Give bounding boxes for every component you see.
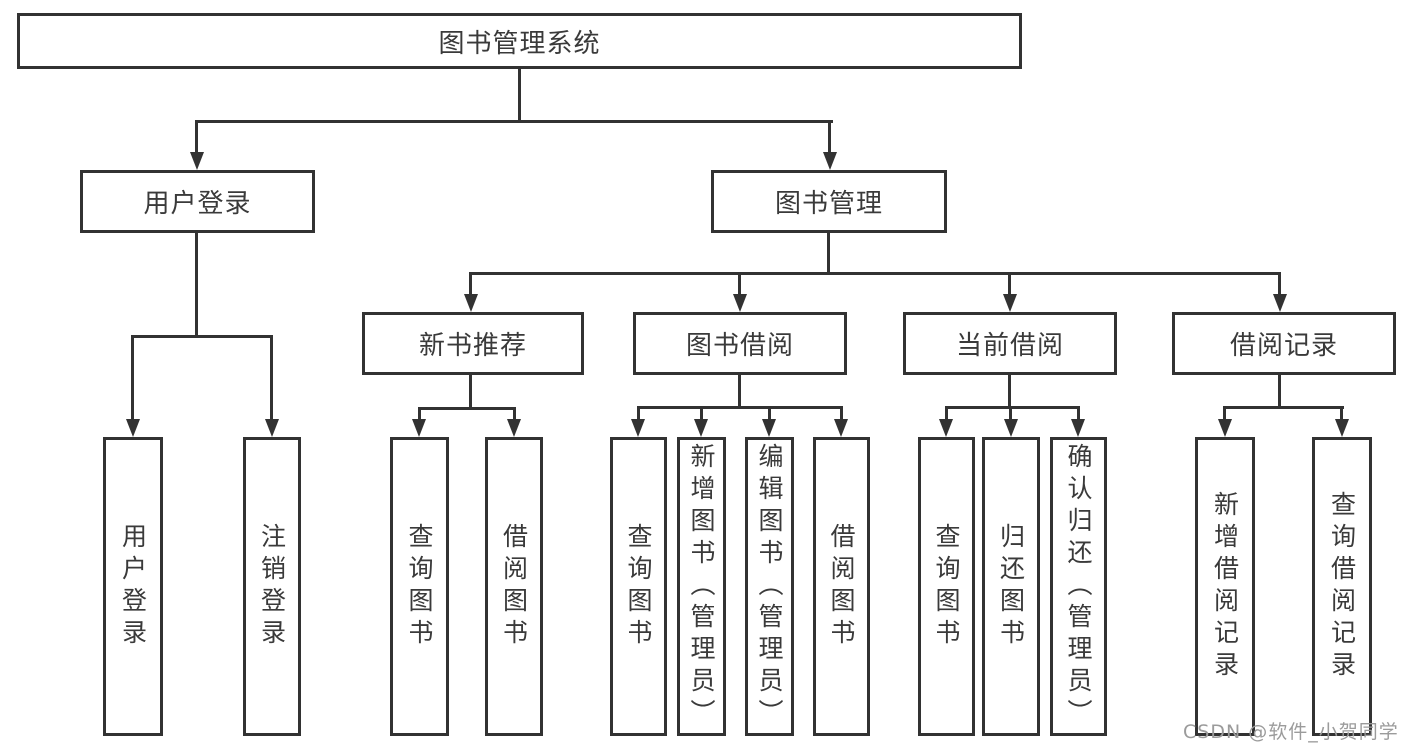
connector-rail-level2 — [195, 120, 833, 123]
leaf-return-book-node: 归还图书 — [982, 437, 1040, 736]
new-book-recommend-label: 新书推荐 — [418, 331, 527, 361]
leaf-confirm-return-admin-node: 确认归还（管理员） — [1050, 437, 1107, 736]
arrow-down — [762, 419, 776, 437]
connector-drop — [270, 335, 273, 419]
borrow-record-label: 借阅记录 — [1229, 331, 1338, 361]
leaf-add-book-admin-node: 新增图书（管理员） — [677, 437, 726, 736]
leaf-add-book-admin-label: 新增图书（管理员） — [687, 442, 716, 731]
arrow-down — [1071, 419, 1085, 437]
leaf-user-login-label: 用户登录 — [118, 522, 148, 651]
leaf-borrow-book-label: 借阅图书 — [827, 522, 856, 651]
connector-drop — [840, 406, 843, 419]
arrow-down — [190, 152, 204, 170]
connector-rail-new-book — [418, 407, 516, 410]
arrow-down — [1335, 419, 1349, 437]
connector-drop — [1223, 406, 1226, 419]
leaf-add-borrow-record-label: 新增借阅记录 — [1210, 490, 1240, 683]
arrow-down — [412, 419, 426, 437]
book-management-node: 图书管理 — [711, 170, 947, 233]
connector-stem-user-login — [195, 233, 198, 335]
connector-drop — [1340, 406, 1343, 419]
connector-stem-current-borrow — [1008, 375, 1011, 406]
connector-drop — [1008, 272, 1011, 294]
arrow-down — [694, 419, 708, 437]
connector-drop — [945, 406, 948, 419]
connector-drop — [195, 120, 198, 152]
leaf-query-borrow-record-label: 查询借阅记录 — [1327, 490, 1357, 683]
connector-drop — [1077, 406, 1080, 419]
connector-drop — [700, 406, 703, 419]
book-borrow-label: 图书借阅 — [685, 331, 794, 361]
leaf-query-book-current-label: 查询图书 — [932, 522, 961, 651]
connector-rail-level3 — [469, 272, 1281, 275]
new-book-recommend-node: 新书推荐 — [362, 312, 584, 375]
leaf-add-borrow-record-node: 新增借阅记录 — [1195, 437, 1255, 736]
connector-drop — [1278, 272, 1281, 294]
leaf-logout-node: 注销登录 — [243, 437, 301, 736]
connector-drop — [469, 272, 472, 294]
connector-drop — [131, 335, 134, 419]
book-management-label: 图书管理 — [774, 189, 883, 219]
arrow-down — [631, 419, 645, 437]
connector-drop — [513, 407, 516, 419]
connector-drop — [637, 406, 640, 419]
arrow-down — [464, 294, 478, 312]
connector-rail-borrow-record — [1223, 406, 1344, 409]
leaf-query-book-borrow-label: 查询图书 — [624, 522, 653, 651]
leaf-logout-label: 注销登录 — [257, 522, 287, 651]
leaf-borrow-book-recommend-label: 借阅图书 — [499, 522, 529, 651]
arrow-down — [1003, 294, 1017, 312]
connector-rail-current-borrow — [945, 406, 1080, 409]
connector-stem-book-management — [827, 233, 830, 272]
arrow-down — [265, 419, 279, 437]
leaf-query-borrow-record-node: 查询借阅记录 — [1312, 437, 1372, 736]
leaf-return-book-label: 归还图书 — [996, 522, 1026, 651]
system-root-node: 图书管理系统 — [17, 13, 1022, 69]
arrow-down — [939, 419, 953, 437]
connector-stem-borrow-record — [1278, 375, 1281, 406]
leaf-query-book-recommend-label: 查询图书 — [405, 522, 434, 651]
connector-stem-book-borrow — [738, 375, 741, 406]
connector-drop — [418, 407, 421, 419]
leaf-query-book-borrow-node: 查询图书 — [610, 437, 667, 736]
leaf-user-login-node: 用户登录 — [103, 437, 163, 736]
leaf-borrow-book-node: 借阅图书 — [813, 437, 870, 736]
csdn-watermark: CSDN @软件_小贺同学 — [1183, 721, 1399, 743]
arrow-down — [1273, 294, 1287, 312]
arrow-down — [1004, 419, 1018, 437]
leaf-borrow-book-recommend-node: 借阅图书 — [485, 437, 543, 736]
connector-drop — [1009, 406, 1012, 419]
connector-rail-book-borrow — [637, 406, 843, 409]
book-borrow-node: 图书借阅 — [633, 312, 847, 375]
system-root-label: 图书管理系统 — [438, 28, 601, 59]
connector-drop — [738, 272, 741, 294]
current-borrow-node: 当前借阅 — [903, 312, 1117, 375]
arrow-down — [823, 152, 837, 170]
arrow-down — [507, 419, 521, 437]
connector-rail-user-login — [131, 335, 273, 338]
connector-stem-root — [518, 69, 521, 120]
leaf-query-book-current-node: 查询图书 — [918, 437, 975, 736]
current-borrow-label: 当前借阅 — [955, 331, 1064, 361]
arrow-down — [1218, 419, 1232, 437]
user-login-node: 用户登录 — [80, 170, 315, 233]
leaf-query-book-recommend-node: 查询图书 — [390, 437, 449, 736]
connector-drop — [768, 406, 771, 419]
borrow-record-node: 借阅记录 — [1172, 312, 1396, 375]
arrow-down — [834, 419, 848, 437]
connector-drop — [828, 120, 831, 152]
user-login-label: 用户登录 — [143, 189, 252, 219]
arrow-down — [733, 294, 747, 312]
leaf-edit-book-admin-label: 编辑图书（管理员） — [755, 442, 784, 731]
leaf-confirm-return-admin-label: 确认归还（管理员） — [1064, 442, 1093, 731]
leaf-edit-book-admin-node: 编辑图书（管理员） — [745, 437, 794, 736]
arrow-down — [126, 419, 140, 437]
connector-stem-new-book — [469, 375, 472, 407]
